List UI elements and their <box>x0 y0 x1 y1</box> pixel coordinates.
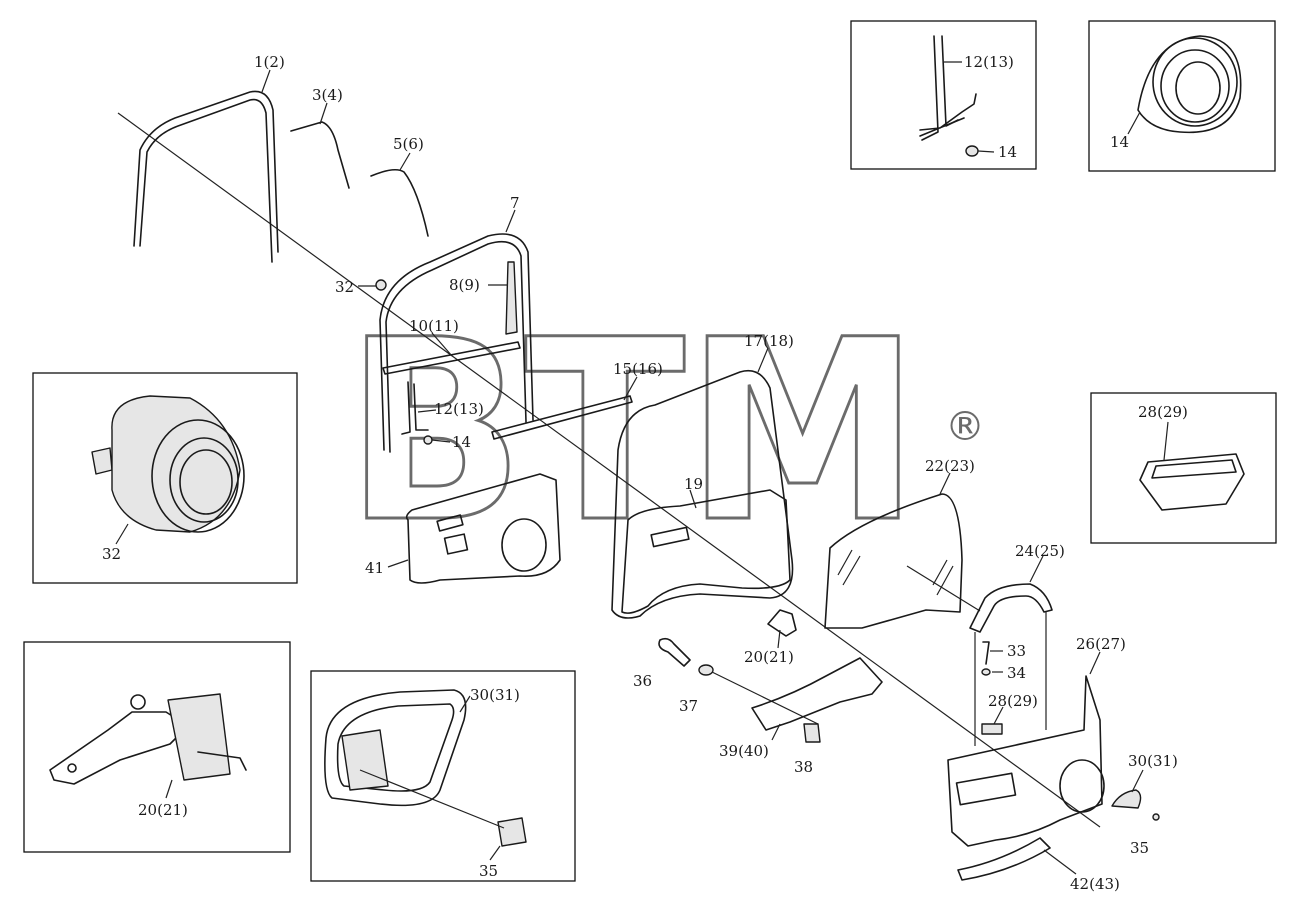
armrest-bracket <box>751 657 883 731</box>
grommet-detail-b <box>1137 35 1242 134</box>
glass-run-upper <box>290 121 350 189</box>
washer-34 <box>981 668 991 676</box>
grommet-small <box>423 435 433 445</box>
label-26-27: 26(27) <box>1076 635 1126 653</box>
label-36: 36 <box>633 672 652 690</box>
speaker-small <box>375 279 387 291</box>
waterproof-sheet <box>405 473 561 584</box>
door-trim-panel <box>947 675 1103 847</box>
belt-weatherstrip-outer <box>491 395 633 440</box>
label-12-13-small: 12(13) <box>434 400 484 418</box>
label-14-detail-b: 14 <box>1110 133 1129 151</box>
speaker-detail <box>91 395 245 533</box>
inner-handle-small <box>1111 789 1142 809</box>
label-34: 34 <box>1007 664 1026 682</box>
door-inner-panel <box>621 489 791 614</box>
door-frame-seal <box>133 90 279 263</box>
label-32-small: 32 <box>335 278 354 296</box>
label-14-small: 14 <box>452 433 471 451</box>
label-19: 19 <box>684 475 703 493</box>
clip-38 <box>803 723 821 743</box>
label-24-25: 24(25) <box>1015 542 1065 560</box>
label-39-40: 39(40) <box>719 742 769 760</box>
label-35-small: 35 <box>1130 839 1149 857</box>
screw-35-small <box>1152 813 1160 821</box>
label-41: 41 <box>365 559 384 577</box>
label-22-23: 22(23) <box>925 457 975 475</box>
label-28-29-small: 28(29) <box>988 692 1038 710</box>
label-10-11: 10(11) <box>409 317 459 335</box>
bolt-36 <box>658 637 691 667</box>
leader-lines <box>115 61 1169 875</box>
label-7: 7 <box>510 194 520 212</box>
trim-strip <box>957 837 1051 881</box>
label-30-31-detail: 30(31) <box>470 686 520 704</box>
label-32-detail: 32 <box>102 545 121 563</box>
label-15-16: 15(16) <box>613 360 663 378</box>
label-3-4: 3(4) <box>312 86 343 104</box>
explode-axis <box>117 112 1101 828</box>
label-38: 38 <box>794 758 813 776</box>
label-42-43: 42(43) <box>1070 875 1120 893</box>
regulator-detail <box>921 35 959 141</box>
detail-box-window-regulator <box>850 20 1037 170</box>
label-17-18: 17(18) <box>744 332 794 350</box>
explode-axis-2 <box>906 565 981 612</box>
label-8-9: 8(9) <box>449 276 480 294</box>
screw-33 <box>982 641 990 665</box>
label-20-21-detail: 20(21) <box>138 801 188 819</box>
handle-cup-small <box>981 723 1003 735</box>
watermark-reg: ® <box>945 404 985 450</box>
label-20-21-small: 20(21) <box>744 648 794 666</box>
label-12-13-detail: 12(13) <box>964 53 1014 71</box>
regulator-small <box>401 381 429 435</box>
detail-box-door-check <box>23 641 291 853</box>
label-30-31-small: 30(31) <box>1128 752 1178 770</box>
door-glass <box>824 493 963 629</box>
part-labels: 1(2) 3(4) 5(6) 7 8(9) 32 10(11) 12(13) 1… <box>102 53 1188 893</box>
label-37: 37 <box>679 697 698 715</box>
label-28-29-detail: 28(29) <box>1138 403 1188 421</box>
detail-box-grommet <box>1088 20 1276 172</box>
door-check-detail <box>49 693 247 785</box>
label-14-detail-a: 14 <box>998 143 1017 161</box>
grommet-detail-a <box>965 145 979 157</box>
washer-37 <box>698 664 714 676</box>
belt-weatherstrip-inner <box>382 341 521 375</box>
label-1-2: 1(2) <box>254 53 285 71</box>
detail-box-inner-handle <box>310 670 576 882</box>
label-5-6: 5(6) <box>393 135 424 153</box>
door-weatherstrip <box>611 369 794 619</box>
glass-run-channel <box>379 233 534 451</box>
pull-handle <box>969 583 1053 633</box>
inner-handle-detail <box>324 689 527 847</box>
label-35-detail: 35 <box>479 862 498 880</box>
handle-cup-detail <box>1139 453 1245 511</box>
detail-box-handle-cup <box>1090 392 1277 544</box>
division-bar <box>505 261 518 335</box>
glass-run-front <box>370 168 429 237</box>
door-check-small <box>767 609 797 637</box>
detail-box-speaker <box>32 372 298 584</box>
label-33: 33 <box>1007 642 1026 660</box>
